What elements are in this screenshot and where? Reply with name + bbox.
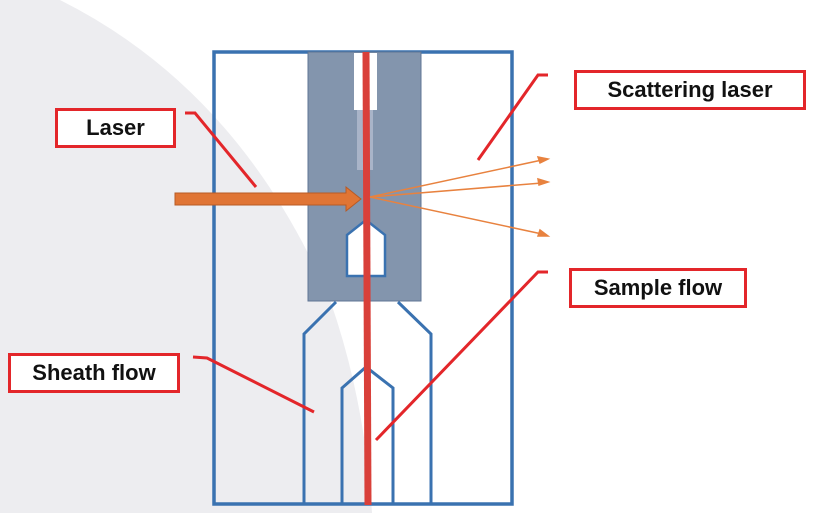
laser-label: Laser <box>55 108 176 148</box>
sheath-flow-label: Sheath flow <box>8 353 180 393</box>
scattering-laser-label: Scattering laser <box>574 70 806 110</box>
scattered-rays <box>369 156 551 237</box>
callout-lines <box>185 73 548 442</box>
sample-flow-label: Sample flow <box>569 268 747 308</box>
laser-leader <box>185 111 258 188</box>
sheath-funnel <box>302 300 433 504</box>
laser-arrow <box>174 185 362 213</box>
sample-leader <box>374 270 548 442</box>
sheath-leader <box>192 355 315 414</box>
scattering-leader <box>476 73 548 161</box>
sample-stream <box>362 51 372 506</box>
